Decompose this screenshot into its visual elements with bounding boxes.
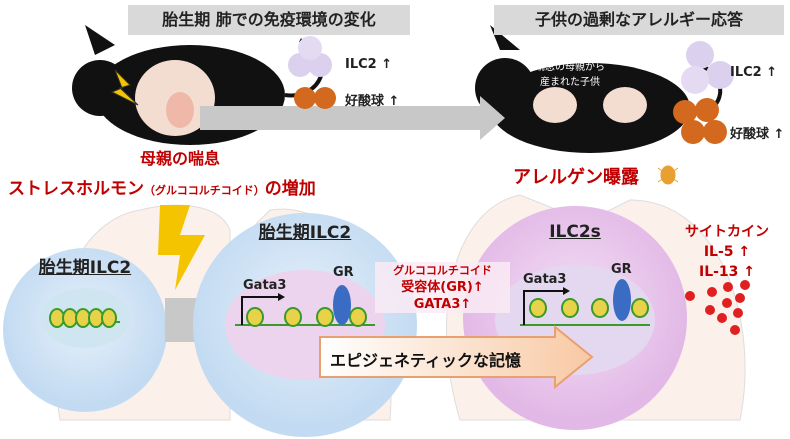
cell-label-fetal-ilc2-primed: 胎生期ILC2 <box>258 223 352 243</box>
cell-label-ilc2s: ILC2s <box>549 222 601 242</box>
ilc2-cell-icons-right <box>673 41 734 144</box>
memory-arrow <box>319 324 594 390</box>
gr-box-line1: グルココルチコイド <box>393 264 492 277</box>
cytokine-dots <box>685 280 750 335</box>
increase-text: の増加 <box>264 179 316 199</box>
dna-middle <box>235 285 375 327</box>
glucocorticoid-text: （グルココルチコイド） <box>144 184 265 197</box>
progression-arrow-icon <box>200 96 505 140</box>
mite-icon <box>657 165 679 185</box>
epigenetic-memory-label: エピジェネティックな記憶 <box>330 351 522 370</box>
gene-gata3-right: Gata3 <box>523 272 567 287</box>
dna-right <box>520 279 650 326</box>
gr-protein-icon <box>333 285 351 325</box>
cytokine-box: サイトカイン IL-5 ↑ IL-13 ↑ <box>672 222 782 282</box>
stress-hormone-text: ストレスホルモン <box>8 179 144 199</box>
cytokine-line2: IL-5 ↑ <box>703 244 751 260</box>
cytokine-line3: IL-13 ↑ <box>698 264 756 280</box>
lightning-icon <box>158 205 205 290</box>
gene-gr-middle: GR <box>333 265 354 280</box>
gr-box-line2: 受容体(GR)↑ <box>401 280 484 295</box>
dna-left <box>49 308 120 328</box>
ilc2-increase-left: ILC2 ↑ <box>345 57 393 72</box>
ilc2-cell-icons-left <box>288 36 336 109</box>
stress-hormone-increase: ストレスホルモン（グルココルチコイド）の増加 <box>8 174 316 199</box>
gene-gata3-middle: Gata3 <box>243 278 287 293</box>
title-left: 胎生期 肺での免疫環境の変化 <box>128 5 410 35</box>
cell-label-fetal-ilc2: 胎生期ILC2 <box>38 258 132 278</box>
allergen-exposure: アレルゲン曝露 <box>513 167 639 188</box>
gr-box-line3: GATA3↑ <box>413 297 472 312</box>
eos-increase-right: 好酸球 ↑ <box>730 127 785 142</box>
gr-protein-icon <box>613 279 631 321</box>
child-mouse-icon <box>475 25 723 153</box>
gene-gr-right: GR <box>611 262 632 277</box>
ilc2-increase-right: ILC2 ↑ <box>730 65 778 80</box>
title-right: 子供の過剰なアレルギー応答 <box>494 5 784 35</box>
gr-box: グルココルチコイド 受容体(GR)↑ GATA3↑ <box>375 262 510 313</box>
child-label: 喘息の母親から 産まれた子供 <box>535 62 605 88</box>
cytokine-line1: サイトカイン <box>685 224 769 240</box>
eos-increase-left: 好酸球 ↑ <box>345 94 400 109</box>
maternal-asthma: 母親の喘息 <box>140 149 221 168</box>
lightning-small-icon <box>110 69 139 106</box>
